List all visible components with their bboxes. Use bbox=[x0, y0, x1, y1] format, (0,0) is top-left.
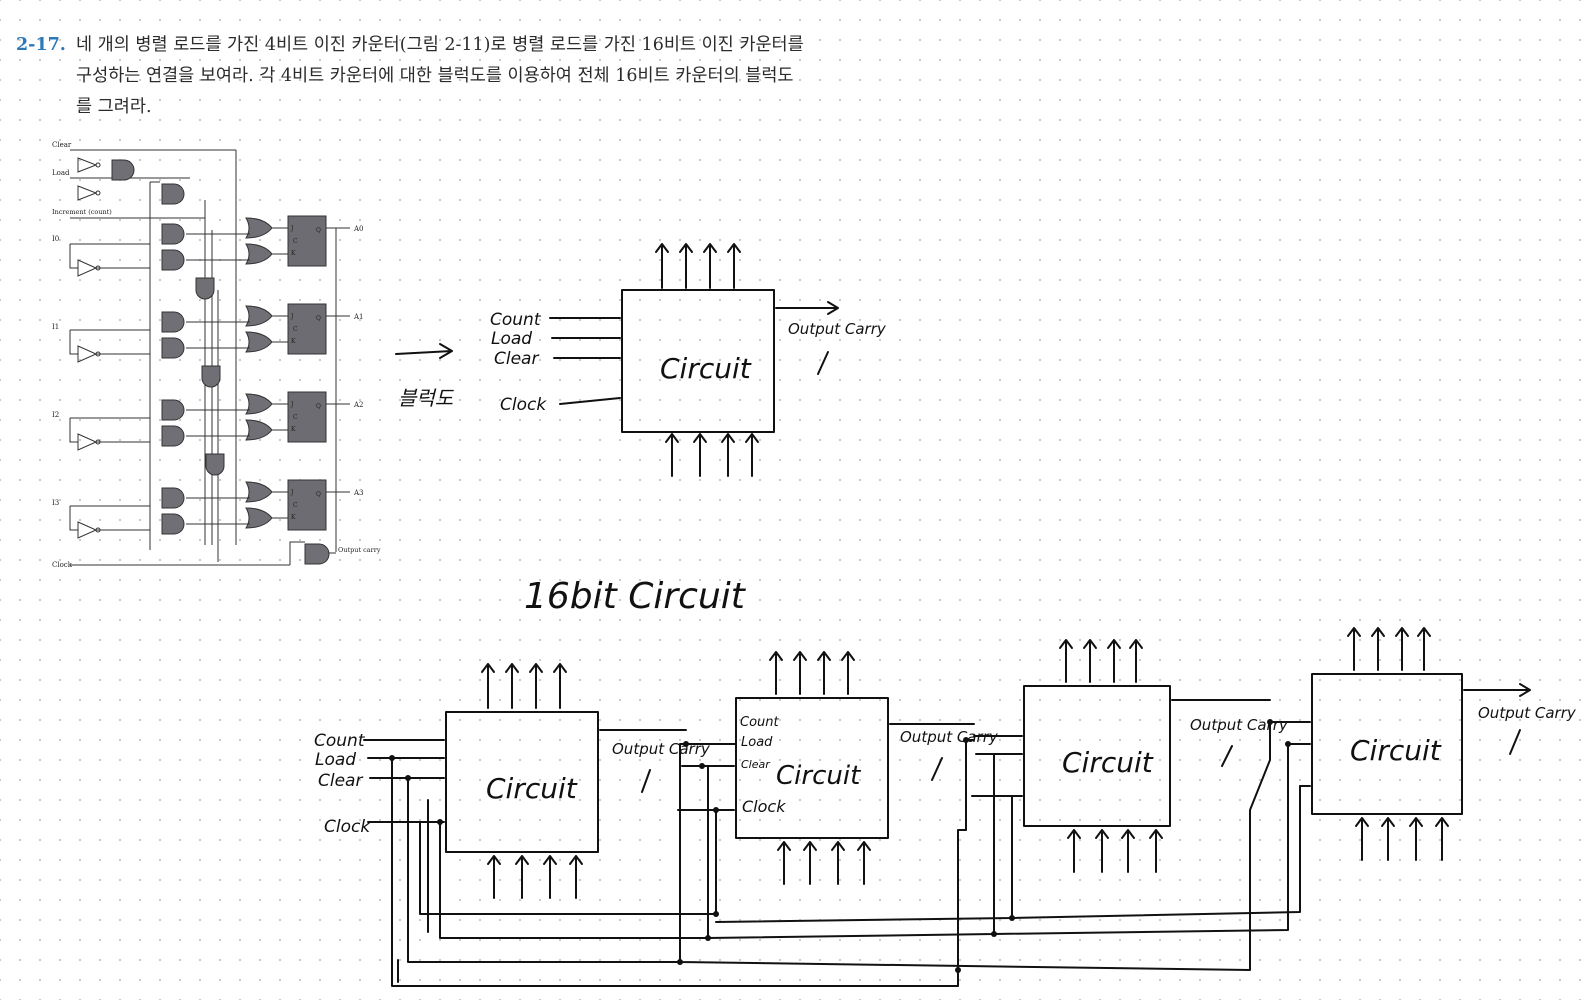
block-arrow: 블럭도 bbox=[395, 343, 455, 410]
input-label-clear: Clear bbox=[52, 141, 72, 149]
block-input-count: Count bbox=[490, 310, 542, 330]
counter-block-2-in-clock: Clock bbox=[742, 797, 786, 816]
ff1-pin-k: K bbox=[291, 338, 296, 345]
counter-block-3-label: Circuit bbox=[1062, 746, 1154, 779]
counter-block-3: Circuit bbox=[971, 639, 1171, 873]
ff3-pin-c: C bbox=[293, 502, 298, 509]
output-carry-label: Output carry bbox=[338, 546, 381, 554]
input-label-i2: I2 bbox=[52, 411, 59, 419]
stage-2: J C K Q A2 bbox=[69, 391, 364, 476]
problem-statement: 2-17. 네 개의 병렬 로드를 가진 4비트 이진 카운터(그림 2-11)… bbox=[16, 30, 806, 123]
counter-schematic: Clear Load Increment (count) I0 I1 I2 I3… bbox=[52, 141, 381, 569]
input-label-load: Load bbox=[52, 169, 70, 177]
ff1-pin-c: C bbox=[293, 326, 298, 333]
ff2-pin-q: Q bbox=[316, 403, 321, 410]
ff3-pin-j: J bbox=[290, 489, 294, 496]
ff3-pin-k: K bbox=[291, 514, 296, 521]
sixteen-input-count: Count bbox=[314, 731, 366, 751]
counter-block-2: Circuit Count Load Clear Clock bbox=[677, 651, 889, 885]
stage-0: J C K Q A0 bbox=[69, 215, 364, 300]
ff0-pin-j: J bbox=[290, 225, 294, 232]
block-input-load: Load bbox=[491, 329, 532, 349]
block-diagram: Circuit Count Load Clear Clock Output Ca… bbox=[490, 243, 887, 477]
ff0-pin-k: K bbox=[291, 250, 296, 257]
counter-block-1-carry: Output Carry bbox=[612, 740, 711, 758]
sixteen-input-clock: Clock bbox=[324, 817, 371, 837]
block-output-carry: Output Carry bbox=[788, 320, 887, 338]
shared-bus-wires bbox=[391, 721, 1301, 987]
counter-block-4-label: Circuit bbox=[1350, 734, 1442, 767]
sixteen-input-load: Load bbox=[315, 750, 356, 770]
output-label-a2: A2 bbox=[353, 401, 364, 409]
counter-block-3-carry: Output Carry bbox=[1190, 716, 1289, 734]
input-label-clock: Clock bbox=[52, 561, 73, 569]
counter-block-2-label: Circuit bbox=[776, 761, 861, 791]
block-input-arrows bbox=[665, 433, 759, 477]
stage-3: J C K Q A3 bbox=[69, 479, 364, 539]
sixteen-bit-title: 16bit Circuit bbox=[524, 576, 747, 617]
problem-number: 2-17. bbox=[16, 35, 66, 55]
input-label-i3: I3 bbox=[52, 499, 59, 507]
counter-block-1: Circuit bbox=[363, 663, 599, 899]
ff0-pin-q: Q bbox=[316, 227, 321, 234]
counter-block-4: Circuit bbox=[1269, 627, 1463, 861]
block-circuit-label: Circuit bbox=[660, 352, 752, 385]
input-label-increment: Increment (count) bbox=[52, 208, 112, 216]
ff1-pin-j: J bbox=[290, 313, 294, 320]
ff1-pin-q: Q bbox=[316, 315, 321, 322]
counter-block-2-carry: Output Carry bbox=[900, 728, 999, 746]
counter-block-2-in-count: Count bbox=[740, 715, 780, 730]
block-input-clear: Clear bbox=[494, 349, 539, 369]
block-input-clock: Clock bbox=[500, 395, 547, 415]
sixteen-input-clear: Clear bbox=[318, 771, 363, 791]
stage-1: J C K Q A1 bbox=[69, 303, 364, 388]
input-label-i1: I1 bbox=[52, 323, 59, 331]
counter-block-2-in-clear: Clear bbox=[741, 758, 771, 771]
counter-block-4-carry: Output Carry bbox=[1478, 704, 1577, 722]
output-label-a3: A3 bbox=[353, 489, 364, 497]
problem-text: 네 개의 병렬 로드를 가진 4비트 이진 카운터(그림 2-11)로 병렬 로… bbox=[76, 35, 804, 117]
block-output-arrows bbox=[655, 243, 741, 289]
input-label-i0: I0 bbox=[52, 235, 59, 243]
ff0-pin-c: C bbox=[293, 238, 298, 245]
sixteen-bit-diagram: Count Load Clear Clock Circuit Output Ca… bbox=[314, 627, 1577, 987]
block-diagram-note: 블럭도 bbox=[398, 386, 455, 410]
ff2-pin-c: C bbox=[293, 414, 298, 421]
output-label-a0: A0 bbox=[353, 225, 364, 233]
bus-junction-dots bbox=[389, 719, 1291, 973]
counter-block-2-in-load: Load bbox=[741, 735, 773, 750]
output-label-a1: A1 bbox=[353, 313, 364, 321]
ff2-pin-j: J bbox=[290, 401, 294, 408]
counter-block-1-label: Circuit bbox=[486, 772, 578, 805]
ff3-pin-q: Q bbox=[316, 491, 321, 498]
ff2-pin-k: K bbox=[291, 426, 296, 433]
